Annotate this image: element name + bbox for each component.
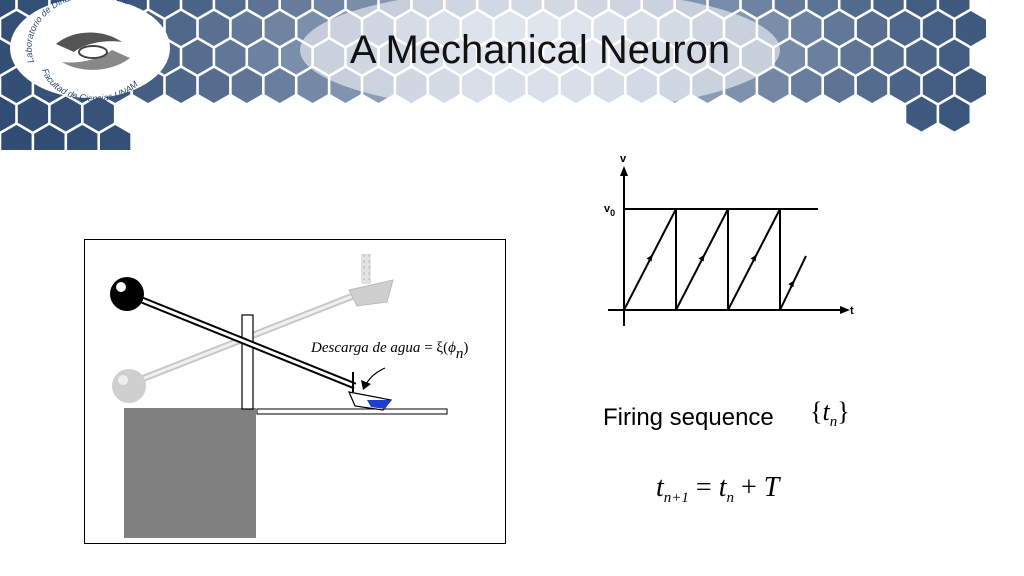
banner-hexagon [1,125,32,150]
banner-hexagon [791,68,822,103]
banner-hexagon [856,68,888,103]
support-block [124,408,256,538]
banner-hexagon [17,96,49,132]
banner-hexagon [824,68,855,103]
banner-hexagon [906,39,937,75]
banner-hexagon [34,125,65,150]
logo-swirl-icon [56,32,130,70]
banner-hexagon [0,0,16,18]
banner-hexagon [281,0,312,18]
banner-hexagon [0,96,16,132]
counterweight [110,277,144,311]
y-axis-label: v [620,153,627,165]
ramp-arrow [750,254,757,262]
shelf [256,408,448,415]
banner-hexagon [297,68,328,103]
banner-hexagon [1,68,32,103]
period-T: T [763,472,780,503]
banner-hexagon [165,68,197,103]
banner-hexagon [774,0,805,18]
caption-label: Descarga de agua [311,340,421,356]
banner-hexagon [231,11,262,46]
ramp-arrow [698,254,705,262]
banner-hexagon [774,39,805,75]
banner-glow [300,0,780,112]
caption-xi: ξ [436,340,444,356]
banner-hexagon [165,11,197,46]
slide-title: A Mechanical Neuron [349,28,731,72]
banner-hexagon [840,39,871,75]
banner-hexagon [198,11,230,46]
banner-hexagon [248,0,279,18]
pivot-post [241,314,254,410]
banner-hexagon [955,11,986,46]
banner-hexagon [248,39,279,75]
banner-hexagon [313,0,345,18]
banner-hexagon [149,0,180,18]
recurrence-formula: tn+1 = tn + T [656,472,780,506]
banner-hexagon [182,39,213,75]
banner-hexagon [824,11,855,46]
threshold-label: v0 [604,203,615,218]
banner-hexagon [922,68,954,103]
counterweight-ghost [112,369,146,403]
banner-hexagon [67,125,98,150]
bucket-ghost [348,254,394,307]
banner-hexagon [83,96,114,132]
water-discharge-caption: Descarga de agua = ξ(ϕn) [311,340,469,362]
mechanical-neuron-diagram: Descarga de agua = ξ(ϕn) [84,239,506,544]
banner-hexagon [741,0,773,18]
banner-hexagon [939,96,970,132]
lab-logo: Laboratorio de Dinámica No Lineal Facult… [12,0,162,110]
banner-hexagon [939,0,970,18]
banner-hexagon [215,0,246,18]
ramp-arrow [646,254,653,262]
banner-hexagon [215,39,246,75]
banner-hexagon [182,0,213,18]
firing-sequence-set: {tn} [810,397,850,430]
banner-hexagon [873,0,904,18]
banner-hexagon [856,11,888,46]
caption-phi: ϕ [448,340,456,356]
bucket-with-water [348,372,393,411]
firing-sequence-label: Firing sequence [603,404,774,431]
banner-hexagon [807,39,838,75]
banner-hexagon [906,96,937,132]
banner-hexagon [758,68,789,103]
sawtooth-curve [623,208,807,311]
banner-hexagon [906,0,937,18]
banner-hexagon [50,96,81,132]
ramp-arrow [788,280,795,288]
banner-hexagon [791,11,822,46]
logo-backdrop [10,0,170,98]
hexagon-banner [0,0,986,150]
banner-hexagon [198,68,230,103]
banner-hexagon [264,68,295,103]
banner-hexagon [100,125,131,150]
banner-hexagon [889,68,921,103]
set-variable: t [822,397,830,426]
banner-hexagon [807,0,838,18]
banner-hexagon [922,11,954,46]
banner-hexagon [231,68,262,103]
banner-hexagon [939,39,970,75]
x-axis-label: t [850,305,854,317]
sawtooth-graph: v v0 t [600,150,870,330]
banner-hexagon [889,11,921,46]
banner-hexagon [840,0,871,18]
banner-hexagon [264,11,295,46]
banner-hexagon [17,0,49,18]
banner-hexagon [873,39,904,75]
banner-hexagon [955,68,986,103]
